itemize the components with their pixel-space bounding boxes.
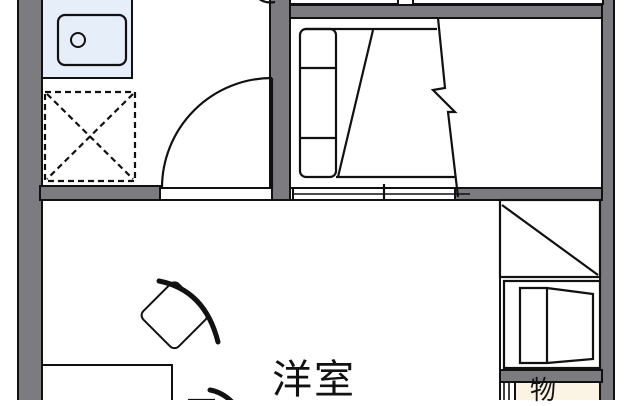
washing-machine-space <box>43 90 137 183</box>
bath-top-wall <box>289 4 603 19</box>
bathtub-ledge <box>298 27 338 179</box>
top-window-right <box>412 0 604 5</box>
entry-door-opening <box>159 187 273 201</box>
kitchen-sink <box>56 13 128 67</box>
left-wall <box>17 0 43 400</box>
storage-closet <box>514 381 601 400</box>
bath-break-line <box>430 17 460 198</box>
kitchen-bottom-wall <box>39 185 161 201</box>
shoe-storage-diagonal <box>501 204 599 276</box>
room-label-western: 洋室 <box>272 357 356 403</box>
refrigerator-icon <box>518 286 595 365</box>
top-window-left <box>289 0 399 5</box>
chair-back-2 <box>207 387 234 400</box>
top-door-arc <box>258 0 276 4</box>
entry-door-swing <box>160 76 273 189</box>
sink-drain-icon <box>70 32 86 48</box>
kitchen-counter <box>41 0 133 79</box>
bathtub-slope <box>336 29 375 178</box>
room-label-storage: 物 <box>530 376 557 406</box>
washing-machine-cross-b <box>46 93 134 180</box>
chair-icon <box>140 278 221 350</box>
desk <box>41 364 173 400</box>
